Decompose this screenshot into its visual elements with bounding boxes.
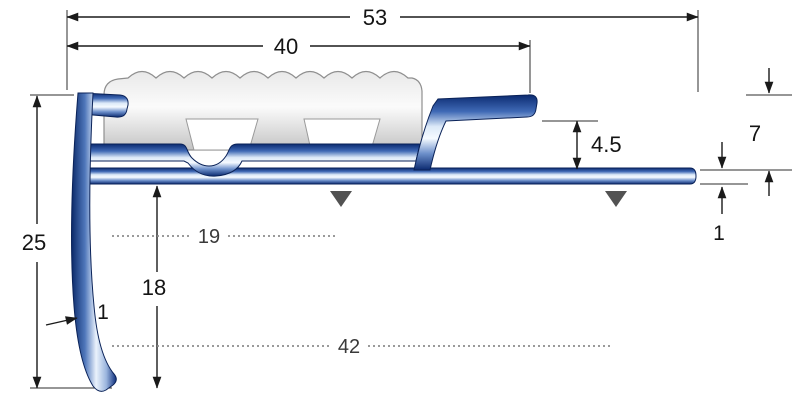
aluminium-profile bbox=[70, 92, 697, 392]
fixing-triangle-icon bbox=[605, 191, 627, 207]
ref-label-base-length: 42 bbox=[338, 336, 360, 358]
dim-under-flange-height: 4.5 bbox=[572, 120, 622, 170]
profile-channel bbox=[89, 143, 421, 177]
dim-label-front-face-height: 25 bbox=[22, 230, 46, 255]
dim-label-front-drop: 18 bbox=[142, 275, 166, 300]
dim-leg-thickness: 1 bbox=[45, 301, 109, 326]
dim-label-leg-thickness: 1 bbox=[97, 301, 109, 324]
tread-insert bbox=[103, 70, 423, 151]
ref-front-offset: 19 bbox=[112, 226, 337, 248]
dim-label-insert-width: 40 bbox=[274, 34, 298, 59]
fixing-markers bbox=[330, 191, 627, 207]
profile-front-leg bbox=[70, 92, 117, 392]
ref-base-length: 42 bbox=[112, 336, 612, 358]
profile-base-flange bbox=[84, 167, 697, 185]
dim-label-overall-width: 53 bbox=[363, 5, 387, 30]
extension-lines bbox=[30, 10, 792, 389]
dim-label-back-edge-height: 7 bbox=[749, 121, 761, 146]
ref-label-front-offset: 19 bbox=[198, 226, 220, 248]
dim-front-face-height: 25 bbox=[22, 95, 46, 389]
dimension-line bbox=[45, 316, 78, 326]
dim-label-base-thickness: 1 bbox=[713, 222, 725, 245]
dim-insert-width: 40 bbox=[66, 34, 531, 59]
profile-back-flange bbox=[413, 94, 538, 171]
dim-label-under-flange-height: 4.5 bbox=[591, 132, 622, 157]
dim-base-thickness: 1 bbox=[713, 142, 727, 245]
profile-front-hook bbox=[81, 92, 129, 118]
dim-front-drop: 18 bbox=[142, 185, 166, 389]
dim-overall-width: 53 bbox=[66, 5, 699, 30]
fixing-triangle-icon bbox=[330, 191, 352, 207]
dim-back-edge-height: 7 bbox=[749, 68, 774, 196]
